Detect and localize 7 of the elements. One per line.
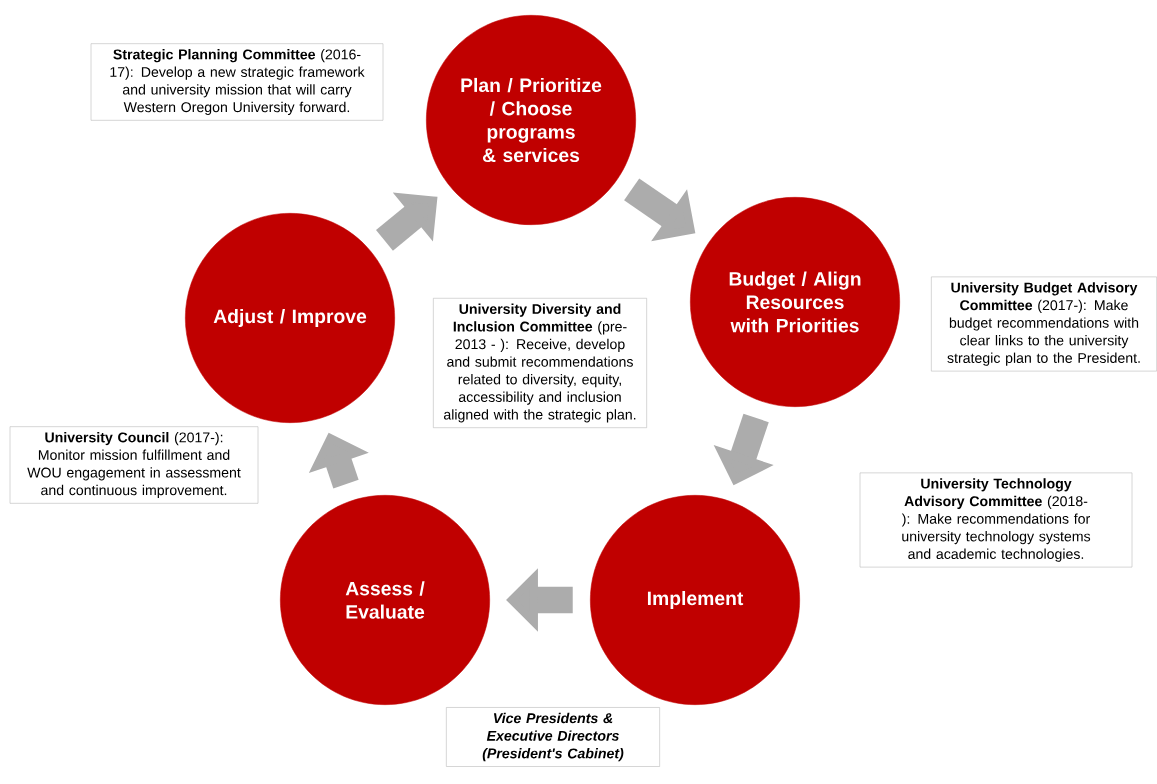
block-arrow [376, 192, 438, 251]
committee-box: University Budget Advisory Committee (2017-): Make budget recommendations with clear links to the university strategic plan to the President. [931, 276, 1157, 372]
committee-box: Strategic Planning Committee (2016-17): Develop a new strategic framework and university mission that will carry Western Oregon University forward. [90, 43, 384, 121]
committee-box: Vice Presidents & Executive Directors (President's Cabinet) [446, 707, 660, 767]
committee-box: University Council (2017-): Monitor mission fulfillment and WOU engagement in assessment and continuous improvement. [9, 426, 259, 504]
committee-box: University Technology Advisory Committee (2018-): Make recommendations for university technology systems and academic technologies. [859, 472, 1133, 568]
committee-box: University Diversity and Inclusion Committee (pre-2013 - ): Receive, develop and submit recommendations related to diversity, equity, accessibility and inclusion aligned with the strategic plan. [433, 298, 647, 428]
